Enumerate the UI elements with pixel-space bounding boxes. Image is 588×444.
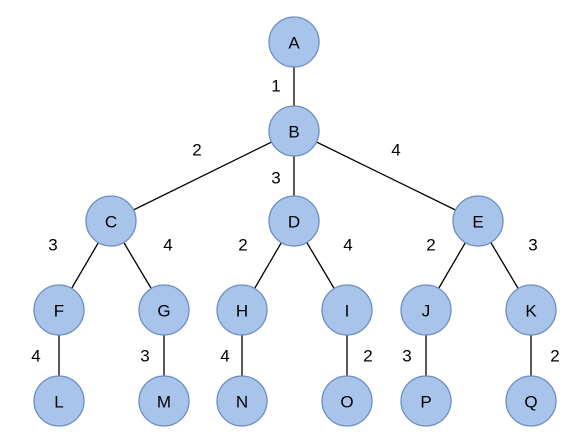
edge-weight-c-g: 4	[163, 236, 172, 255]
edge-weight-b-e: 4	[391, 141, 400, 160]
node-circle-d	[268, 195, 320, 247]
node-circle-o	[321, 375, 373, 427]
edge-weight-f-l: 4	[31, 347, 40, 366]
edge-weight-h-n: 4	[220, 347, 229, 366]
node-label-g: G	[157, 302, 170, 321]
node-label-l: L	[54, 393, 63, 412]
edge-b-c	[110, 130, 295, 222]
edge-weight-e-j: 2	[426, 236, 435, 255]
edge-weight-a-b: 1	[271, 77, 280, 96]
edge-weight-c-f: 3	[48, 236, 57, 255]
node-n: N	[216, 375, 268, 427]
edge-weight-d-i: 4	[343, 236, 352, 255]
node-e: E	[452, 195, 504, 247]
node-label-h: H	[236, 302, 248, 321]
nodes-layer: A B C D E F G H I J K L M N O P Q	[33, 16, 557, 427]
edge-weight-d-h: 2	[238, 236, 247, 255]
node-a: A	[268, 16, 320, 68]
node-circle-c	[85, 195, 137, 247]
edge-weight-g-m: 3	[140, 347, 149, 366]
node-label-k: K	[525, 302, 537, 321]
edge-weight-i-o: 2	[363, 347, 372, 366]
node-label-c: C	[105, 213, 117, 232]
node-p: P	[400, 375, 452, 427]
node-c: C	[85, 195, 137, 247]
edge-b-e	[293, 130, 479, 222]
node-circle-n	[216, 375, 268, 427]
node-label-b: B	[288, 123, 299, 142]
edge-weights-layer: 1 2 3 4 3 4 2 4 2 3 4 3 4 2 3 2	[31, 77, 559, 366]
node-label-m: M	[157, 393, 171, 412]
node-circle-l	[33, 375, 85, 427]
node-label-p: P	[420, 393, 431, 412]
node-label-a: A	[288, 34, 300, 53]
node-b: B	[268, 105, 320, 157]
node-f: F	[33, 284, 85, 336]
edge-weight-e-k: 3	[528, 236, 537, 255]
edge-weight-k-q: 2	[550, 347, 559, 366]
node-d: D	[268, 195, 320, 247]
edge-weight-j-p: 3	[402, 347, 411, 366]
node-circle-b	[268, 105, 320, 157]
node-label-d: D	[288, 213, 300, 232]
node-circle-m	[138, 375, 190, 427]
node-label-j: J	[422, 302, 431, 321]
node-k: K	[505, 284, 557, 336]
node-circle-k	[505, 284, 557, 336]
node-circle-i	[321, 284, 373, 336]
node-i: I	[321, 284, 373, 336]
node-label-q: Q	[524, 393, 537, 412]
node-h: H	[216, 284, 268, 336]
node-circle-f	[33, 284, 85, 336]
node-circle-h	[216, 284, 268, 336]
node-g: G	[138, 284, 190, 336]
node-label-i: I	[345, 302, 350, 321]
node-m: M	[138, 375, 190, 427]
node-label-e: E	[472, 213, 483, 232]
node-l: L	[33, 375, 85, 427]
node-circle-a	[268, 16, 320, 68]
edge-weight-b-d: 3	[271, 169, 280, 188]
node-label-o: O	[340, 393, 353, 412]
node-label-f: F	[54, 302, 64, 321]
node-circle-q	[505, 375, 557, 427]
node-q: Q	[505, 375, 557, 427]
node-label-n: N	[236, 393, 248, 412]
node-circle-e	[452, 195, 504, 247]
node-circle-p	[400, 375, 452, 427]
node-circle-g	[138, 284, 190, 336]
node-o: O	[321, 375, 373, 427]
node-j: J	[400, 284, 452, 336]
edge-weight-b-c: 2	[192, 141, 201, 160]
node-circle-j	[400, 284, 452, 336]
